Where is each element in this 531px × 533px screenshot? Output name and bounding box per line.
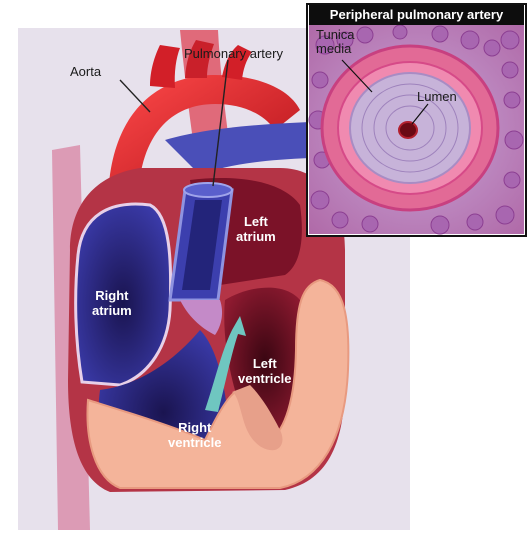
- pulmonary-artery-label: Pulmonary artery: [184, 46, 283, 61]
- pulmonary-trunk-top: [184, 183, 232, 197]
- right-atrium-label: Right atrium: [92, 288, 132, 318]
- inset-title: Peripheral pulmonary artery: [309, 5, 524, 25]
- lumen-label: Lumen: [417, 89, 457, 104]
- right-ventricle-label: Right ventricle: [168, 420, 221, 450]
- aorta-label: Aorta: [70, 64, 101, 79]
- lumen-shape: [399, 122, 417, 138]
- left-ventricle-label: Left ventricle: [238, 356, 291, 386]
- tunica-media-label: Tunica media: [316, 28, 355, 56]
- left-atrium-label: Left atrium: [236, 214, 276, 244]
